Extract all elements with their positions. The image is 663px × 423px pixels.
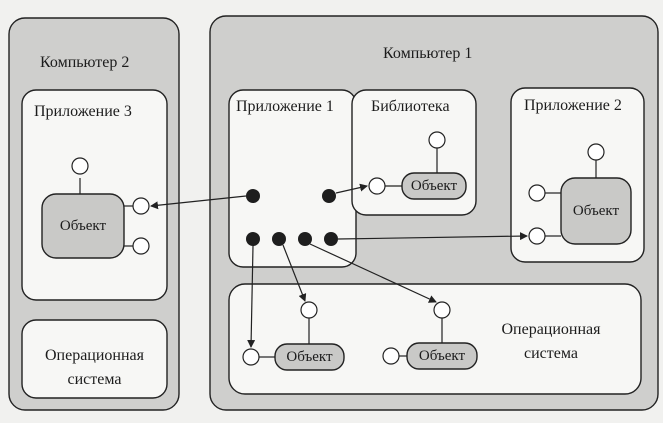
os-object-left-label: Объект [286, 349, 333, 365]
arrow-to-os-object-left-side [247, 245, 256, 348]
os-object-right-top-interface [433, 301, 451, 319]
app2-object-label: Объект [572, 203, 620, 219]
app3-title: Приложение 3 [34, 103, 132, 120]
os-object-right-side-interface [382, 347, 400, 365]
app1-pointer-1 [246, 189, 260, 203]
os-object-left-side-interface [242, 348, 260, 366]
library-object-left-interface [368, 177, 386, 195]
app3-object-label: Объект [59, 218, 107, 234]
app1-pointer-5 [298, 232, 312, 246]
arrow-to-app2-object [337, 232, 528, 241]
app1-pointer-4 [272, 232, 286, 246]
library-object-top-interface [428, 131, 446, 149]
app1-title: Приложение 1 [236, 98, 334, 115]
computer2-os-line1: Операционная [44, 347, 145, 364]
arrow-to-os-object-right-top [309, 243, 437, 303]
arrow-to-os-object-left-top [282, 244, 307, 302]
computer2-title: Компьютер 2 [40, 54, 130, 71]
app2-object-interface-2 [528, 227, 546, 245]
app3-object-interface-1 [132, 197, 150, 215]
computer1-title: Компьютер 1 [383, 45, 473, 62]
computer1-os-box [228, 283, 642, 395]
app1-pointer-6 [324, 232, 338, 246]
app2-title: Приложение 2 [524, 97, 622, 114]
arrow-to-app3-object [150, 195, 247, 210]
app1-pointer-3 [246, 232, 260, 246]
app2-object-top-interface [587, 143, 605, 161]
os-object-left-top-interface [300, 301, 318, 319]
os-object-right-label: Объект [418, 348, 466, 364]
app1-pointer-2 [322, 189, 336, 203]
computer1-os-line1: Операционная [501, 321, 601, 338]
app3-object-top-interface [71, 157, 89, 175]
app3-object-interface-2 [132, 237, 150, 255]
app3-object [41, 193, 125, 259]
computer2-os-box [21, 319, 168, 399]
library-title: Библиотека [371, 98, 450, 115]
arrow-to-library-object [335, 183, 368, 194]
library-object-label: Объект [410, 178, 458, 194]
app2-object-interface-1 [528, 184, 546, 202]
computer1-os-line2: система [524, 345, 578, 362]
computer2-os-line2: система [67, 371, 122, 388]
